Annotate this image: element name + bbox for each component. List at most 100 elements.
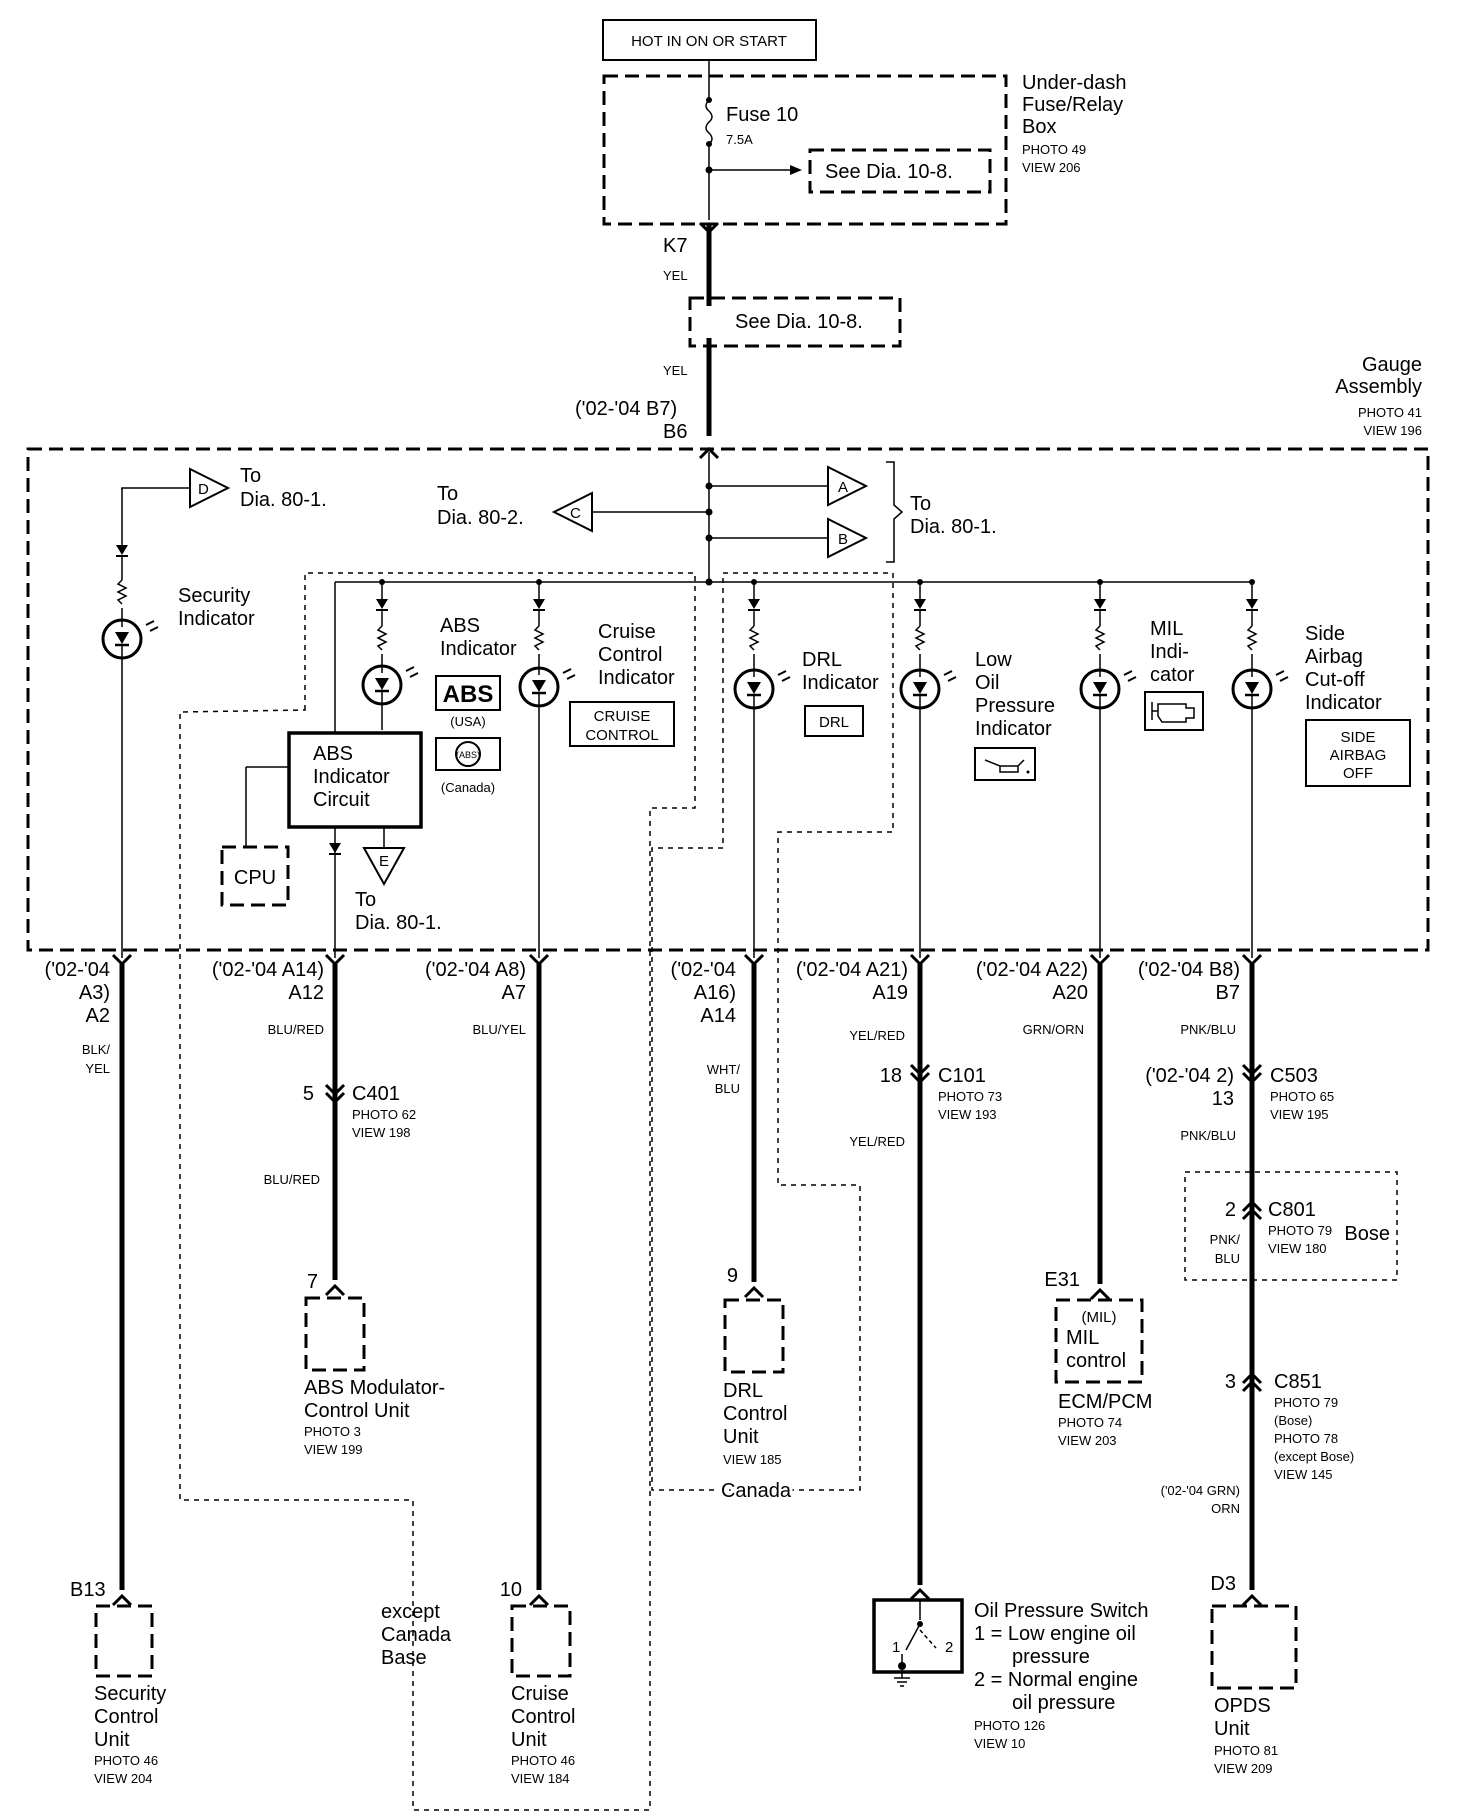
svg-text:Indicator: Indicator — [598, 667, 675, 689]
drl-badge — [804, 705, 864, 737]
canada-note: Canada — [721, 1480, 792, 1502]
svg-text:PHOTO 49: PHOTO 49 — [1022, 142, 1086, 157]
svg-text:BLU: BLU — [1215, 1251, 1240, 1266]
svg-text:YEL/RED: YEL/RED — [849, 1028, 905, 1043]
svg-text:A20: A20 — [1052, 982, 1088, 1004]
svg-text:Cut-off: Cut-off — [1305, 669, 1365, 691]
ecm-pcm — [1054, 1298, 1144, 1384]
bose-note: Bose — [1344, 1223, 1390, 1245]
svg-text:A2: A2 — [86, 1005, 110, 1027]
fuse-10-symbol — [705, 99, 713, 145]
svg-text:pressure: pressure — [1012, 1646, 1090, 1668]
svg-text:PHOTO 46: PHOTO 46 — [94, 1753, 158, 1768]
svg-text:Assembly: Assembly — [1335, 376, 1422, 398]
svg-text:PHOTO 41: PHOTO 41 — [1358, 405, 1422, 420]
svg-text:A19: A19 — [872, 982, 908, 1004]
svg-text:Gauge: Gauge — [1362, 354, 1422, 376]
svg-text:DRL: DRL — [819, 714, 849, 731]
svg-text:Box: Box — [1022, 116, 1056, 138]
svg-text:Oil Pressure Switch: Oil Pressure Switch — [974, 1600, 1149, 1622]
svg-text:2: 2 — [1225, 1199, 1236, 1221]
mil-indicator-lamp — [1079, 668, 1138, 710]
svg-text:MIL: MIL — [1150, 618, 1183, 640]
svg-text:OFF: OFF — [1343, 765, 1373, 782]
svg-text:PHOTO 79: PHOTO 79 — [1268, 1223, 1332, 1238]
svg-text:PNK/BLU: PNK/BLU — [1180, 1128, 1236, 1143]
svg-text:VIEW 145: VIEW 145 — [1274, 1467, 1333, 1482]
abs-indicator-lamp — [361, 664, 420, 706]
svg-text:BLU/RED: BLU/RED — [268, 1022, 324, 1037]
svg-text:B7: B7 — [1216, 982, 1240, 1004]
security-terminal-label: ('02-'04 A3) A2 BLK/ YEL — [45, 959, 111, 1076]
svg-text:MIL: MIL — [1066, 1327, 1099, 1349]
abs-badge — [435, 675, 501, 711]
svg-text:Indicator: Indicator — [178, 608, 255, 630]
svg-text:10: 10 — [500, 1579, 522, 1601]
svg-text:VIEW 196: VIEW 196 — [1363, 423, 1422, 438]
svg-text:DRL: DRL — [802, 649, 842, 671]
svg-text:3: 3 — [1225, 1371, 1236, 1393]
svg-text:To: To — [355, 889, 376, 911]
svg-text:C851: C851 — [1274, 1371, 1322, 1393]
svg-text:PHOTO 78: PHOTO 78 — [1274, 1431, 1338, 1446]
svg-text:18: 18 — [880, 1065, 902, 1087]
svg-text:ABS Modulator-: ABS Modulator- — [304, 1377, 445, 1399]
oil-pressure-switch-label: Oil Pressure Switch 1 = Low engine oil p… — [974, 1600, 1149, 1751]
svg-text:VIEW 204: VIEW 204 — [94, 1771, 153, 1786]
svg-text:A: A — [838, 479, 848, 496]
svg-text:oil pressure: oil pressure — [1012, 1692, 1115, 1714]
svg-text:D: D — [198, 481, 209, 498]
svg-text:Side: Side — [1305, 623, 1345, 645]
oil-can-badge — [974, 747, 1036, 781]
b6-alt-terminal: ('02-'04 B7) — [575, 398, 677, 420]
svg-text:ABS: ABS — [313, 743, 353, 765]
ecm-pcm-label: ECM/PCM PHOTO 74 VIEW 203 — [1058, 1391, 1152, 1448]
svg-text:VIEW 209: VIEW 209 — [1214, 1761, 1273, 1776]
power-source-box — [602, 19, 817, 61]
svg-text:YEL/RED: YEL/RED — [849, 1134, 905, 1149]
svg-text:BLU/YEL: BLU/YEL — [473, 1022, 526, 1037]
svg-text:Airbag: Airbag — [1305, 646, 1363, 668]
drl-indicator-lamp — [733, 668, 792, 710]
svg-text:Control: Control — [511, 1706, 575, 1728]
oil-pressure-indicator-label: Low Oil Pressure Indicator — [975, 649, 1055, 740]
svg-text:Circuit: Circuit — [313, 789, 370, 811]
c101-label: C101 PHOTO 73 VIEW 193 — [938, 1065, 1002, 1122]
abs-indicator-circuit — [287, 731, 423, 829]
svg-text:VIEW 199: VIEW 199 — [304, 1442, 363, 1457]
svg-text:Control: Control — [598, 644, 662, 666]
svg-text:Pressure: Pressure — [975, 695, 1055, 717]
security-control-unit-label: Security Control Unit PHOTO 46 VIEW 204 — [94, 1683, 166, 1786]
svg-text:A3): A3) — [79, 982, 110, 1004]
svg-text:PHOTO 73: PHOTO 73 — [938, 1089, 1002, 1104]
cruise-control-unit — [510, 1604, 572, 1678]
svg-text:Control: Control — [723, 1403, 787, 1425]
svg-text:Security: Security — [94, 1683, 166, 1705]
svg-text:Indicator: Indicator — [802, 672, 879, 694]
fuse-box-label: Under-dash Fuse/Relay Box PHOTO 49 VIEW … — [1022, 72, 1127, 175]
svg-text:AIRBAG: AIRBAG — [1330, 747, 1387, 764]
svg-text:PHOTO 79: PHOTO 79 — [1274, 1395, 1338, 1410]
except-canada-base-note: except Canada Base — [381, 1601, 452, 1669]
svg-text:9: 9 — [727, 1265, 738, 1287]
svg-text:ORN: ORN — [1211, 1501, 1240, 1516]
except-canada-base-region — [179, 572, 696, 1811]
fuse-rating: 7.5A — [726, 132, 753, 147]
security-indicator-label: Security Indicator — [178, 585, 255, 630]
svg-text:Unit: Unit — [94, 1729, 130, 1751]
svg-text:CRUISE: CRUISE — [594, 708, 651, 725]
svg-text:('02-'04 GRN): ('02-'04 GRN) — [1161, 1483, 1240, 1498]
svg-text:(Bose): (Bose) — [1274, 1413, 1312, 1428]
ref-e-arrow — [362, 847, 406, 887]
svg-text:('02-'04 A22): ('02-'04 A22) — [976, 959, 1088, 981]
svg-text:(except Bose): (except Bose) — [1274, 1449, 1354, 1464]
svg-text:OPDS: OPDS — [1214, 1695, 1271, 1717]
svg-text:('02-'04: ('02-'04 — [45, 959, 110, 981]
svg-text:E: E — [379, 853, 389, 870]
ref-c-arrow — [551, 491, 593, 533]
svg-text:PHOTO 3: PHOTO 3 — [304, 1424, 361, 1439]
svg-text:2 = Normal engine: 2 = Normal engine — [974, 1669, 1138, 1691]
svg-text:B13: B13 — [70, 1579, 106, 1601]
svg-text:BLU/RED: BLU/RED — [264, 1172, 320, 1187]
svg-text:CPU: CPU — [234, 867, 276, 889]
